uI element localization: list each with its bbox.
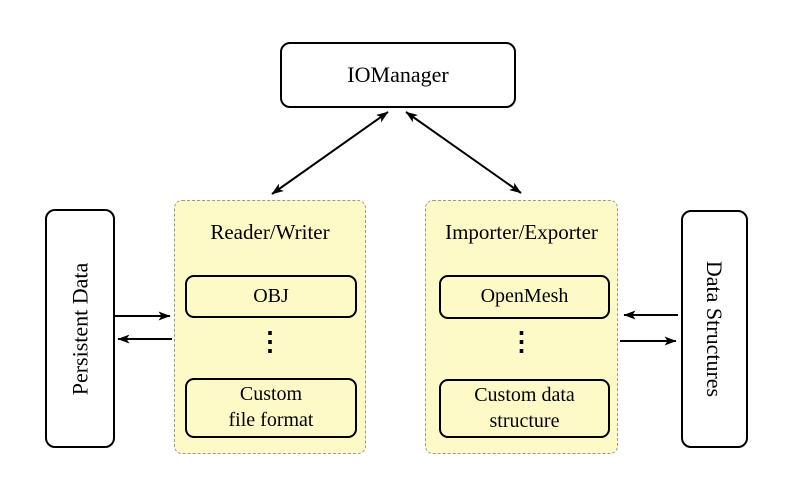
- persistent-data-label: Persistent Data: [67, 262, 92, 395]
- node-data-structures: Data Structures: [681, 210, 748, 448]
- iomanager-label: IOManager: [347, 62, 449, 87]
- reader-writer-ellipsis: ⋮: [257, 327, 283, 356]
- reader-writer-title: Reader/Writer: [210, 220, 330, 244]
- openmesh-label: OpenMesh: [480, 285, 569, 308]
- importer-exporter-title: Importer/Exporter: [445, 220, 598, 244]
- custom-file-format-label: Custom file format: [228, 383, 314, 431]
- panel-reader-writer: Reader/Writer OBJ ⋮ Custom file format: [174, 200, 366, 454]
- data-structures-label: Data Structures: [702, 260, 728, 398]
- box-obj: OBJ: [185, 275, 357, 318]
- box-custom-file-format: Custom file format: [185, 378, 357, 438]
- custom-data-structure-label: Custom data structure: [474, 383, 575, 432]
- edge-iomanager-reader-writer: [271, 111, 389, 195]
- importer-exporter-ellipsis: ⋮: [508, 327, 535, 356]
- box-custom-data-structure: Custom data structure: [439, 379, 610, 438]
- node-persistent-data: Persistent Data: [45, 209, 115, 448]
- edge-iomanager-importer-exporter: [405, 111, 522, 194]
- box-openmesh: OpenMesh: [439, 275, 610, 319]
- panel-importer-exporter: Importer/Exporter OpenMesh ⋮ Custom data…: [425, 200, 618, 454]
- node-iomanager: IOManager: [280, 42, 516, 108]
- obj-label: OBJ: [253, 284, 289, 307]
